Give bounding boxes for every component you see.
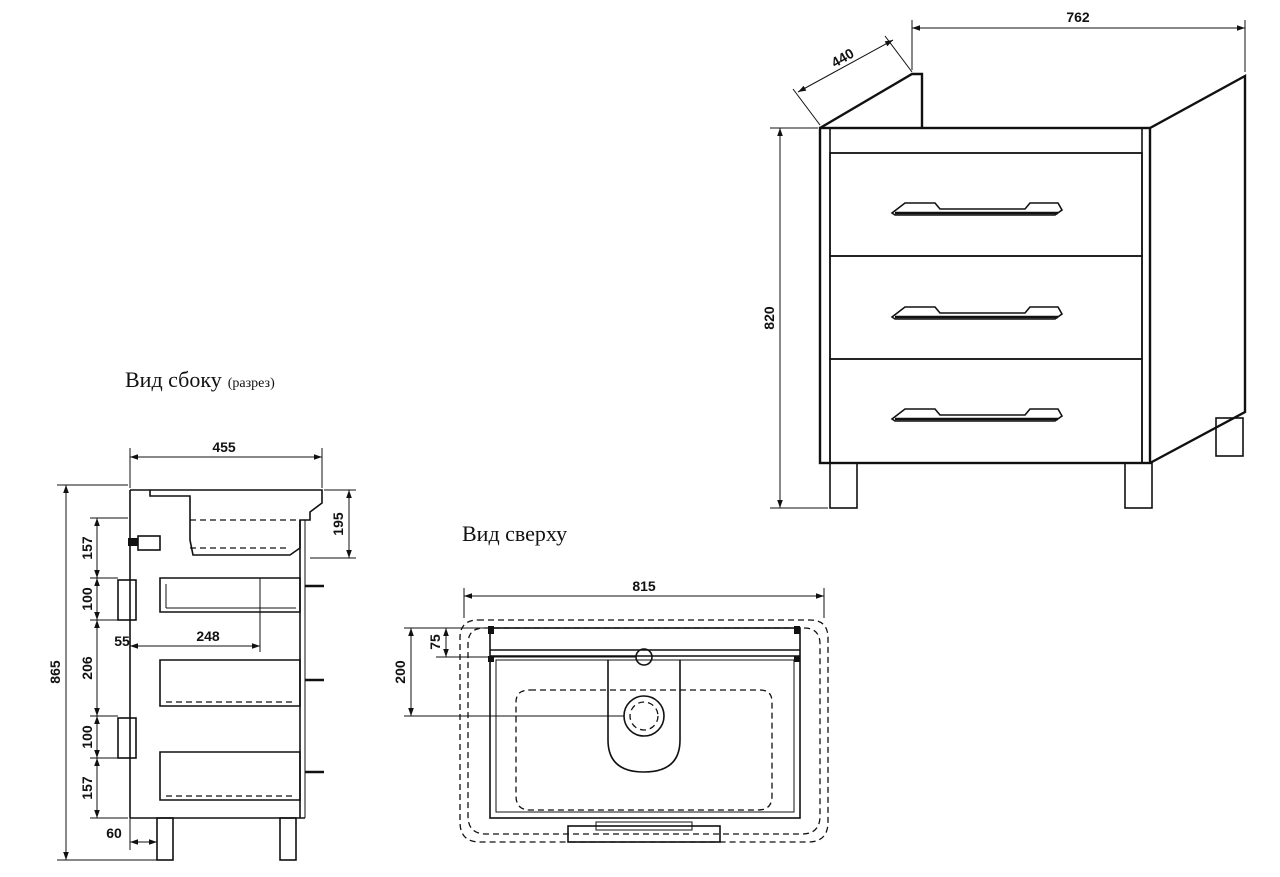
side-section-view: Вид сбоку(разрез) bbox=[47, 367, 356, 861]
dim-side-lower-gap: 157 bbox=[79, 776, 95, 800]
dim-side-leg-offset: 60 bbox=[106, 825, 122, 841]
side-back-block-2 bbox=[117, 717, 137, 759]
iso-leg-front-left bbox=[829, 462, 858, 509]
dim-side-upper-gap: 157 bbox=[79, 536, 95, 560]
side-view-title: Вид сбоку(разрез) bbox=[125, 367, 275, 392]
iso-handle-3 bbox=[890, 408, 1064, 422]
dim-side-width: 455 bbox=[212, 439, 236, 455]
dim-side-drawer-depth: 248 bbox=[196, 628, 220, 644]
dim-side-gap-55: 55 bbox=[114, 633, 130, 649]
dim-top-offset-75: 75 bbox=[427, 634, 443, 650]
top-sink-bowl-dashed bbox=[515, 689, 773, 811]
iso-handle-1 bbox=[890, 202, 1064, 216]
iso-drawer-1 bbox=[829, 152, 1143, 257]
iso-leg-front-right bbox=[1124, 462, 1153, 509]
iso-drawer-3 bbox=[829, 358, 1143, 464]
top-sink-outer-dashed bbox=[459, 619, 829, 843]
dim-top-offset-200: 200 bbox=[392, 660, 408, 684]
side-drawer-1 bbox=[159, 577, 301, 613]
dim-iso-depth: 440 bbox=[828, 45, 856, 71]
dim-side-middle-gap: 206 bbox=[79, 656, 95, 680]
dim-side-drawer-front-1: 100 bbox=[79, 587, 95, 611]
iso-drawer-2 bbox=[829, 255, 1143, 360]
iso-handle-2 bbox=[890, 306, 1064, 320]
side-sink-basin bbox=[130, 489, 323, 556]
top-drain-channel bbox=[607, 660, 681, 773]
top-view-title: Вид сверху bbox=[462, 521, 567, 546]
top-view: Вид сверху 815 75 bbox=[392, 521, 829, 843]
top-drawer-front bbox=[567, 825, 721, 843]
iso-right-side-panel bbox=[1149, 73, 1247, 465]
side-drawer-3 bbox=[159, 751, 301, 801]
side-leg-front bbox=[279, 817, 297, 861]
dim-side-drawer-front-2: 100 bbox=[79, 725, 95, 749]
dim-side-sink-height: 195 bbox=[330, 512, 346, 536]
side-back-block-1 bbox=[117, 579, 137, 621]
top-overflow-hole bbox=[635, 648, 653, 666]
dim-iso-width: 762 bbox=[1066, 9, 1090, 25]
dim-top-width: 815 bbox=[632, 578, 656, 594]
side-drawer-2 bbox=[159, 659, 301, 707]
dim-side-total-height: 865 bbox=[47, 660, 63, 684]
isometric-cabinet-view: 762 440 820 bbox=[761, 9, 1247, 509]
dim-iso-height: 820 bbox=[761, 306, 777, 330]
iso-left-top-panel bbox=[819, 72, 924, 130]
iso-leg-back-right bbox=[1215, 417, 1244, 457]
side-leg-back bbox=[156, 817, 174, 861]
side-siphon bbox=[137, 535, 161, 551]
top-cabinet-frame bbox=[489, 627, 801, 819]
iso-front-frame bbox=[818, 126, 1152, 465]
